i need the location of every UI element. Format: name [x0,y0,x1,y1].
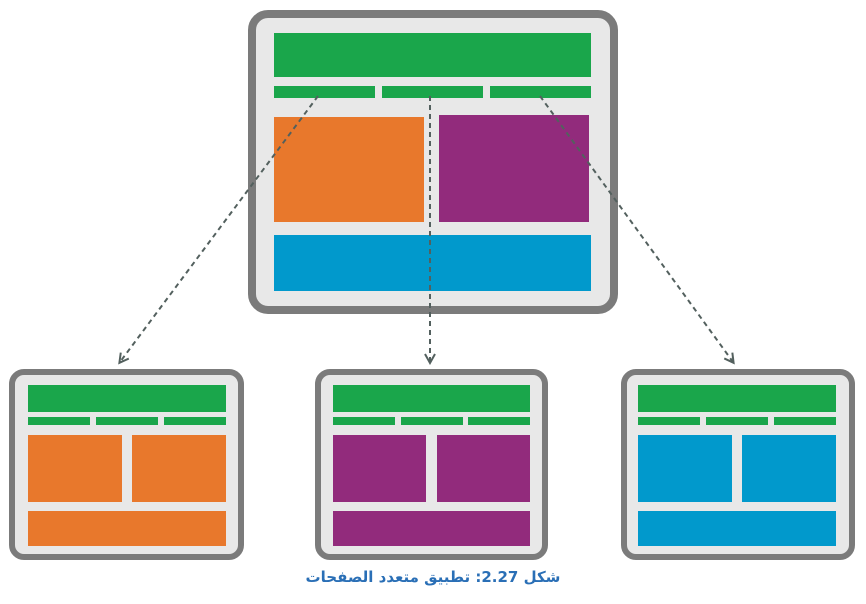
main-page-footer-blue [274,235,591,291]
sub-page-purple-footer [333,511,530,546]
main-page [248,10,618,314]
sub-page-purple-header [333,385,530,412]
main-page-header [274,33,591,77]
sub-page-purple-nav-tab-1 [333,417,395,425]
sub-page-blue-nav-tab-1 [638,417,700,425]
sub-page-purple-nav-tab-2 [401,417,463,425]
sub-page-purple-nav-tab-3 [468,417,530,425]
sub-page-purple [315,369,548,560]
sub-page-blue-header [638,385,836,412]
arrows [120,95,733,362]
sub-page-orange-content-left [28,435,122,502]
sub-page-blue-nav-tab-3 [774,417,836,425]
sub-page-orange-footer [28,511,226,546]
sub-page-blue [621,369,855,560]
main-page-nav-tab-3 [490,86,591,98]
sub-page-purple-content-right [437,435,530,502]
sub-page-orange-content-right [132,435,226,502]
sub-page-orange-header [28,385,226,412]
sub-page-orange-nav-tab-3 [164,417,226,425]
main-page-content-purple [439,115,589,222]
sub-page-blue-content-right [742,435,836,502]
sub-page-blue-content-left [638,435,732,502]
sub-page-orange-nav-tab-1 [28,417,90,425]
arrow-to-blue-page [539,95,733,362]
sub-page-orange-nav-tab-2 [96,417,158,425]
sub-page-blue-footer [638,511,836,546]
sub-page-purple-content-left [333,435,426,502]
arrow-to-orange-page [120,95,319,362]
sub-page-blue-nav-tab-2 [706,417,768,425]
main-page-nav-tab-2 [382,86,483,98]
main-page-nav-tab-1 [274,86,375,98]
sub-page-orange [9,369,244,560]
figure-caption: شكل 2.27: تطبيق متعدد الصفحات [305,568,561,586]
main-page-content-orange [274,117,424,222]
